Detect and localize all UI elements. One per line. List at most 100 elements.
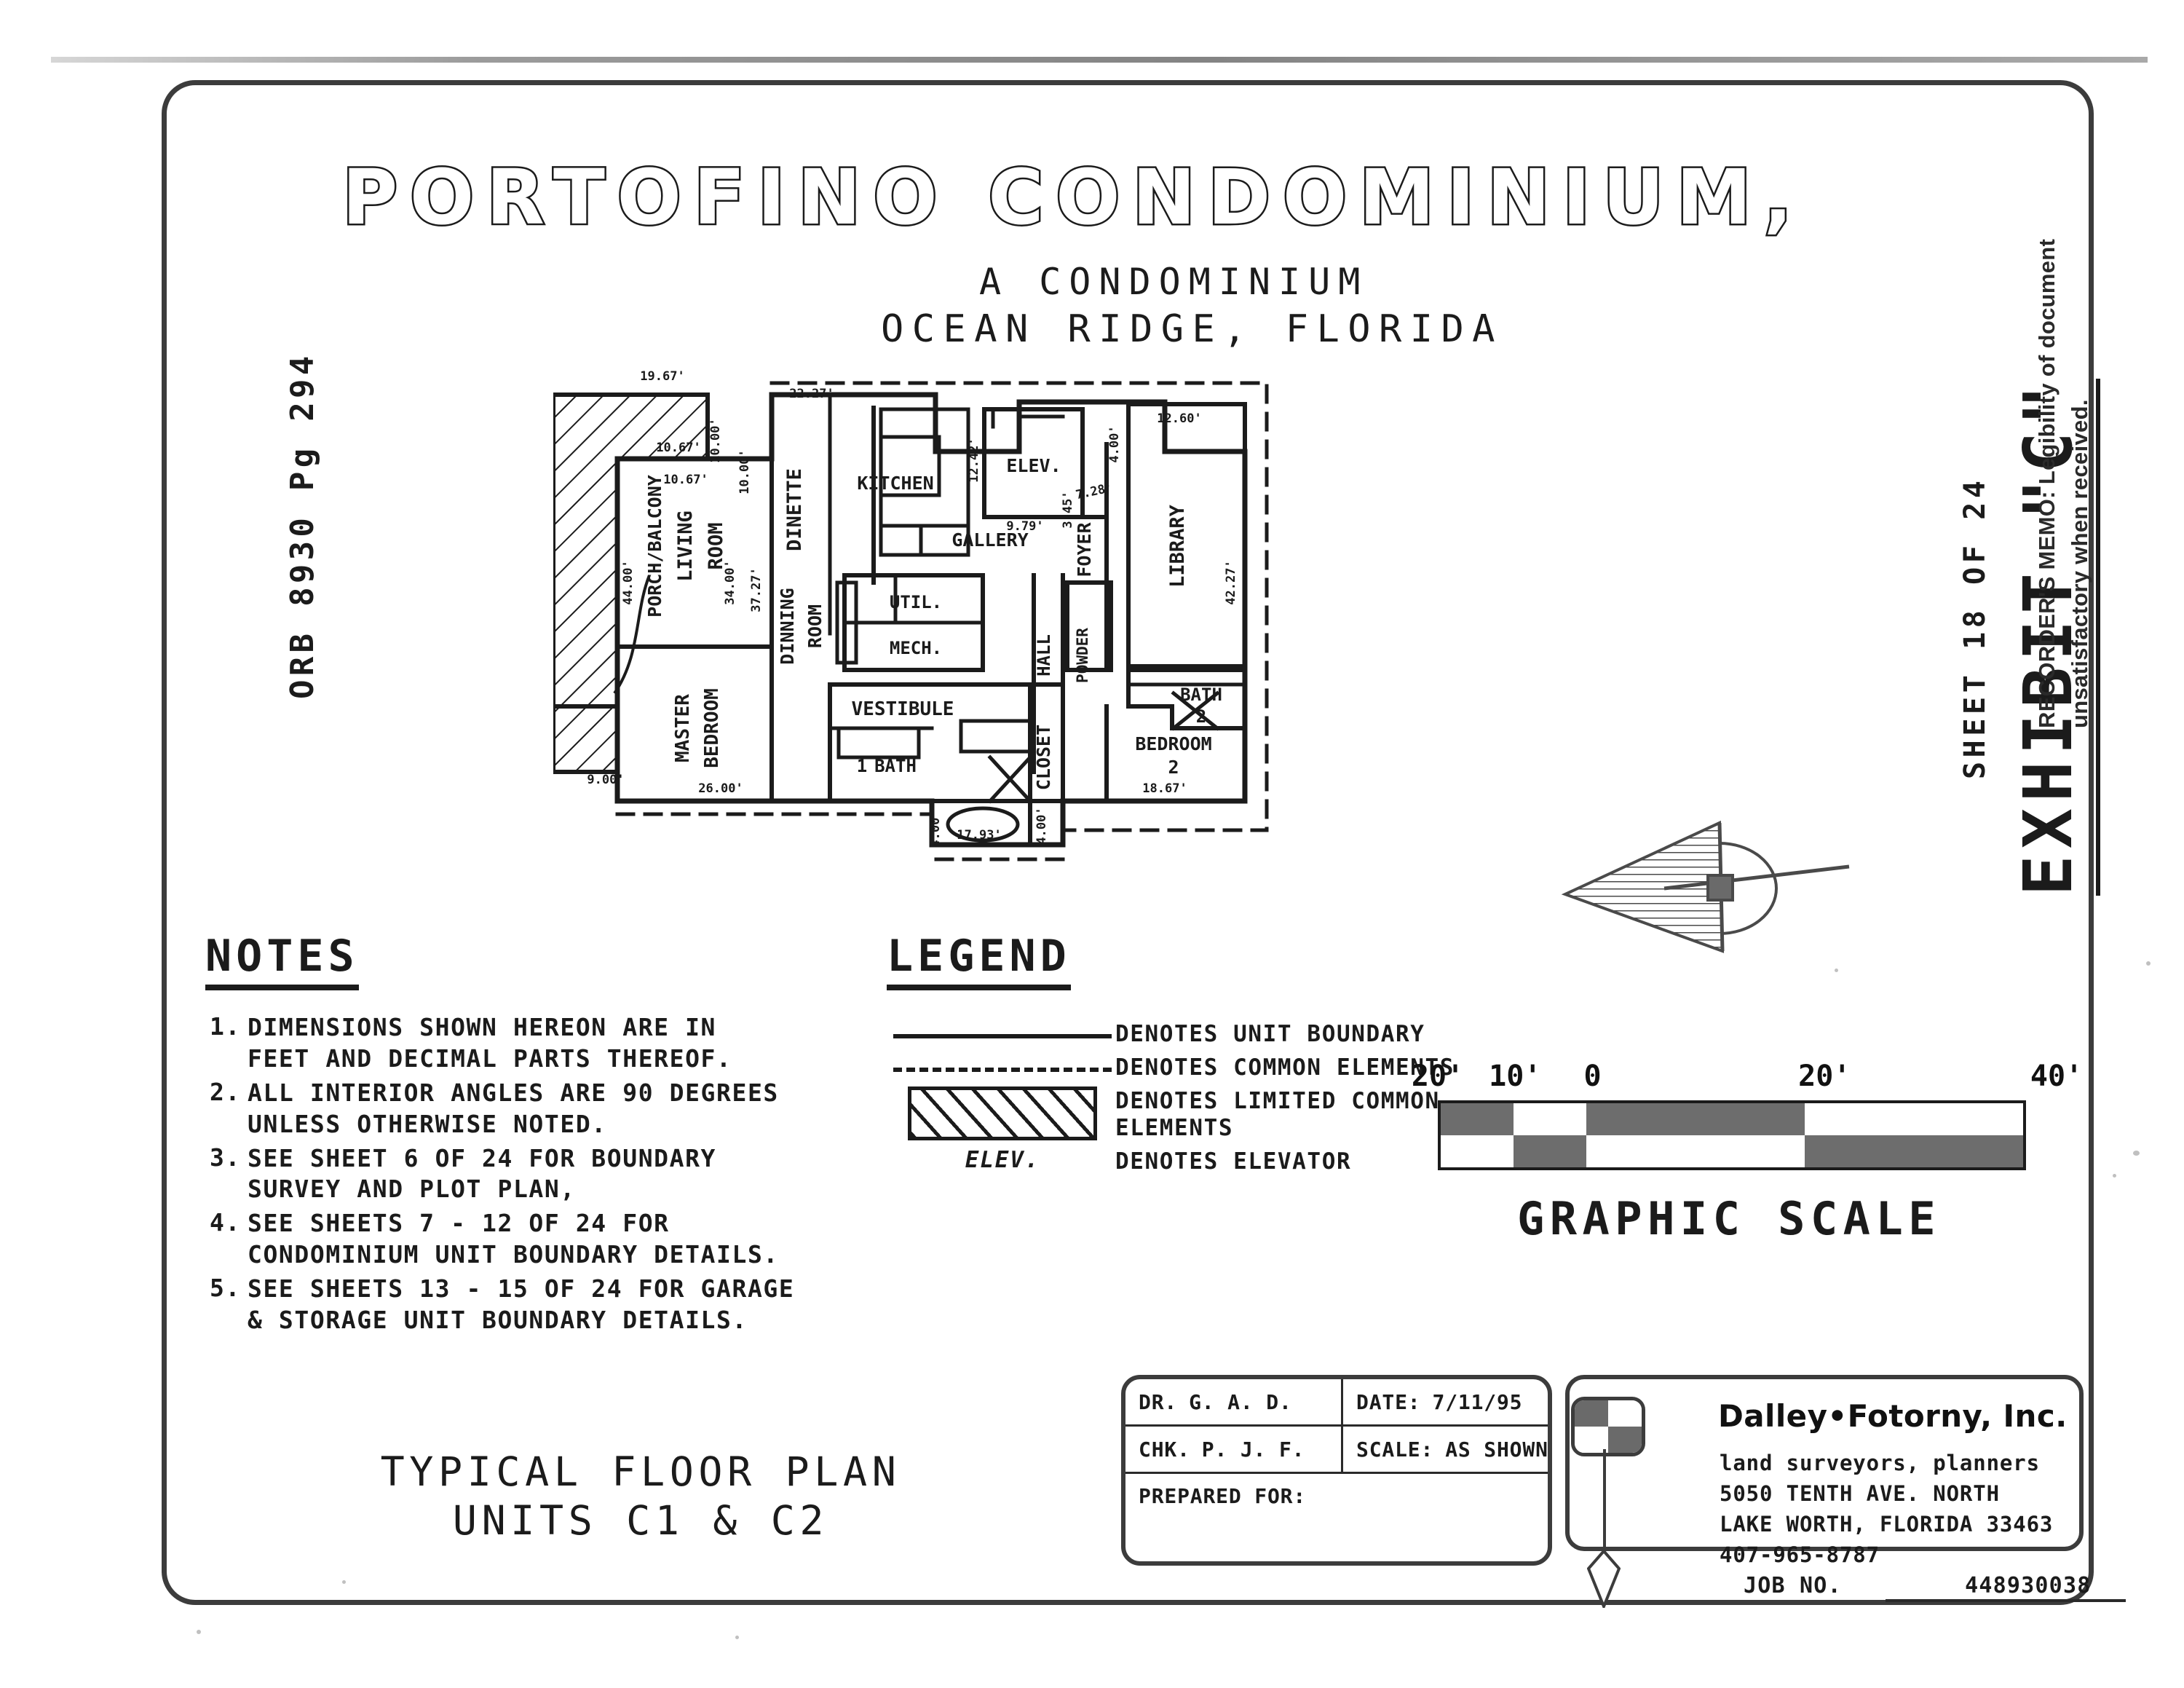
dim-17-93: 17.93' bbox=[957, 828, 1001, 843]
note-item: 5. SEE SHEETS 13 - 15 OF 24 FOR GARAGE &… bbox=[210, 1274, 794, 1336]
note-number: 2. bbox=[210, 1077, 241, 1106]
dim-22-27: 22.27' bbox=[789, 387, 834, 401]
date-key: DATE: bbox=[1356, 1389, 1421, 1414]
common-elements-dashed-boundary bbox=[769, 381, 1269, 832]
elev-symbol-text: ELEV. bbox=[965, 1147, 1040, 1174]
note-text: SEE SHEETS 7 - 12 OF 24 FOR CONDOMINIUM … bbox=[248, 1208, 779, 1271]
scan-speck bbox=[2113, 1174, 2116, 1178]
scale-value: AS SHOWN bbox=[1445, 1437, 1548, 1462]
dim-10-00-a: 10.00' bbox=[708, 418, 723, 462]
note-line: UNLESS OTHERWISE NOTED. bbox=[248, 1109, 607, 1138]
surveyor-info-block bbox=[1565, 1375, 2084, 1551]
room-label-dinette: DINETTE bbox=[783, 468, 806, 551]
title-block-row-drawn-date: DR. G. A. D. DATE: 7/11/95 bbox=[1125, 1379, 1548, 1427]
note-item: 3. SEE SHEET 6 OF 24 FOR BOUNDARY SURVEY… bbox=[210, 1143, 763, 1206]
library-room bbox=[1126, 402, 1247, 669]
subtitle-location: OCEAN RIDGE, FLORIDA bbox=[881, 307, 1503, 351]
dim-9-79: 9.79' bbox=[1006, 519, 1043, 534]
date-cell: DATE: 7/11/95 bbox=[1343, 1379, 1548, 1424]
graphic-scale-label: GRAPHIC SCALE bbox=[1517, 1192, 1941, 1245]
floor-plan-title-line-2: UNITS C1 & C2 bbox=[452, 1497, 829, 1545]
dim-10-67-a: 10.67' bbox=[656, 441, 700, 455]
logo-plumb-line bbox=[1603, 1449, 1606, 1558]
room-label-utility: UTIL. bbox=[890, 592, 942, 612]
note-item: 2. ALL INTERIOR ANGLES ARE 90 DEGREES UN… bbox=[210, 1077, 778, 1140]
legend-heading: LEGEND bbox=[887, 931, 1071, 990]
dim-10-00-b: 10.00' bbox=[737, 449, 752, 494]
scale-tick: 10' bbox=[1489, 1060, 1542, 1093]
legend-item-common-elements: DENOTES COMMON ELEMENTS bbox=[890, 1053, 1465, 1082]
dim-37-27: 37.27' bbox=[749, 567, 764, 612]
floor-plan-title-line-1: TYPICAL FLOOR PLAN bbox=[380, 1448, 901, 1495]
elevator-abbrev-icon: ELEV. bbox=[890, 1147, 1115, 1173]
north-arrow-icon bbox=[1558, 808, 1864, 969]
room-label-living-room-line1: LIVING bbox=[674, 510, 697, 582]
dim-10-67-b: 10.67' bbox=[663, 473, 708, 487]
note-line: CONDOMINIUM UNIT BOUNDARY DETAILS. bbox=[248, 1240, 779, 1269]
recorders-memo-line-1: RECORDER'S MEMO: Legibility of document bbox=[2034, 238, 2060, 728]
sheet-border bbox=[162, 80, 2094, 1605]
room-label-bath2-line1: BATH bbox=[1180, 685, 1222, 705]
orb-book-page-stamp: ORB 8930 Pg 294 bbox=[284, 352, 321, 699]
room-label-master-line2: BEDROOM bbox=[701, 688, 723, 768]
notes-heading: NOTES bbox=[205, 931, 359, 990]
scan-speck bbox=[735, 1636, 739, 1639]
dim-9-00: 9.00' bbox=[587, 773, 624, 787]
drawn-by-key: DR. bbox=[1139, 1389, 1178, 1414]
dim-19-67: 19.67' bbox=[640, 369, 684, 384]
room-label-bath1-number: 1 bbox=[857, 756, 867, 776]
floor-plan-drawing: PORCH/BALCONY LIVING ROOM DINETTE KITCHE… bbox=[553, 364, 1398, 918]
company-logo-icon bbox=[1571, 1397, 1645, 1456]
dashed-line-icon bbox=[890, 1053, 1115, 1072]
prepared-for-cell: PREPARED FOR: bbox=[1125, 1474, 1548, 1561]
note-line: SEE SHEETS 7 - 12 OF 24 FOR bbox=[248, 1209, 670, 1238]
legend-item-limited-common-elements: DENOTES LIMITED COMMON ELEMENTS bbox=[890, 1086, 1465, 1143]
room-label-foyer: FOYER bbox=[1074, 521, 1095, 577]
note-number: 3. bbox=[210, 1143, 241, 1172]
dim-34-00: 34.00' bbox=[723, 560, 737, 604]
room-label-library: LIBRARY bbox=[1166, 504, 1189, 588]
room-label-vestibule: VESTIBULE bbox=[852, 698, 954, 720]
dim-4-00-closet: 4.00' bbox=[1034, 807, 1049, 844]
note-line: FEET AND DECIMAL PARTS THEREOF. bbox=[248, 1044, 732, 1073]
subtitle-condominium: A CONDOMINIUM bbox=[979, 261, 1369, 303]
recorders-memo-line-2: unsatisfactory when received. bbox=[2066, 399, 2092, 728]
legend-label: ELEMENTS bbox=[1115, 1115, 1234, 1142]
note-text: SEE SHEET 6 OF 24 FOR BOUNDARY SURVEY AN… bbox=[248, 1143, 716, 1206]
dim-4-00-bath: 4.00' bbox=[928, 810, 943, 847]
scale-tick: 40' bbox=[2030, 1060, 2084, 1093]
room-label-hall: HALL bbox=[1034, 634, 1054, 677]
room-label-bath2-line2: 2 bbox=[1196, 706, 1206, 727]
legend-label: DENOTES LIMITED COMMON bbox=[1115, 1087, 1440, 1114]
note-item: 4. SEE SHEETS 7 - 12 OF 24 FOR CONDOMINI… bbox=[210, 1208, 778, 1271]
page-title: PORTOFINO CONDOMINIUM, bbox=[341, 151, 1805, 244]
scan-speck bbox=[342, 1580, 346, 1584]
porch-balcony-leader-line bbox=[613, 575, 651, 695]
checked-by-value: P. J. F. bbox=[1201, 1437, 1305, 1462]
graphic-scale-ticks: 20' 10' 0 20' 40' bbox=[1412, 1060, 2083, 1100]
dim-18-67: 18.67' bbox=[1142, 781, 1187, 796]
room-label-bath1: BATH bbox=[874, 756, 917, 776]
graphic-scale-bar bbox=[1438, 1100, 2026, 1170]
note-text: SEE SHEETS 13 - 15 OF 24 FOR GARAGE & ST… bbox=[248, 1274, 794, 1336]
room-label-porch-balcony: PORCH/BALCONY bbox=[644, 475, 665, 618]
company-address-line-1: 5050 TENTH AVE. NORTH bbox=[1720, 1481, 2000, 1507]
legend-item-elevator: ELEV. DENOTES ELEVATOR bbox=[890, 1147, 1465, 1176]
date-value: 7/11/95 bbox=[1432, 1389, 1523, 1414]
checked-by-key: CHK. bbox=[1139, 1437, 1190, 1462]
scan-speck bbox=[2146, 961, 2151, 966]
room-label-gallery: GALLERY bbox=[951, 529, 1028, 551]
note-text: ALL INTERIOR ANGLES ARE 90 DEGREES UNLES… bbox=[248, 1078, 779, 1140]
notes-list: 1. DIMENSIONS SHOWN HEREON ARE IN FEET A… bbox=[210, 1012, 794, 1339]
note-line: DIMENSIONS SHOWN HEREON ARE IN bbox=[248, 1013, 717, 1041]
room-label-bedroom2-line2: 2 bbox=[1168, 757, 1179, 778]
company-tagline: land surveyors, planners bbox=[1720, 1451, 2040, 1475]
company-address-line-2: LAKE WORTH, FLORIDA 33463 bbox=[1720, 1512, 2054, 1537]
title-block: DR. G. A. D. DATE: 7/11/95 CHK. P. J. F.… bbox=[1121, 1375, 1552, 1566]
recorders-memo-stamp: RECORDER'S MEMO: Legibility of document … bbox=[2031, 73, 2097, 728]
prepared-for-key: PREPARED FOR: bbox=[1139, 1484, 1307, 1508]
room-label-bedroom2-line1: BEDROOM bbox=[1135, 733, 1211, 754]
scale-tick: 20' bbox=[1798, 1060, 1851, 1093]
job-number-rule bbox=[1886, 1599, 2126, 1602]
solid-line-icon bbox=[890, 1019, 1115, 1038]
